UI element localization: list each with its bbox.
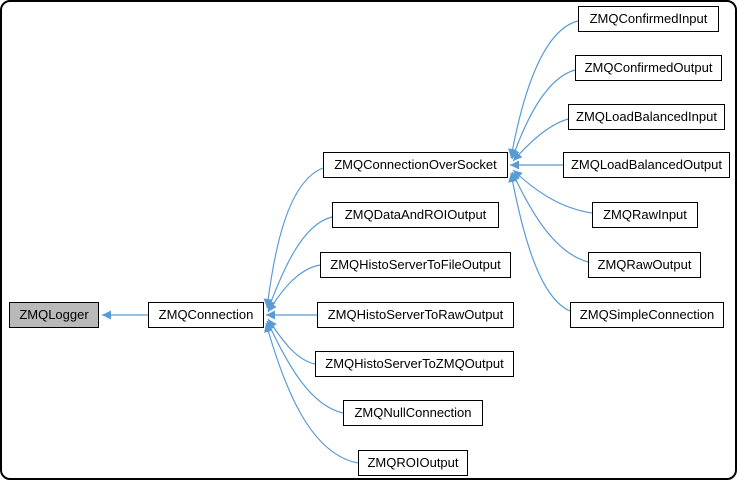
inheritance-edge — [267, 318, 316, 365]
node-zmqnullconnection[interactable]: ZMQNullConnection — [343, 400, 483, 426]
inheritance-edge — [510, 69, 576, 160]
inheritance-edge — [508, 172, 571, 312]
node-zmqconfirmedoutput[interactable]: ZMQConfirmedOutput — [575, 55, 722, 81]
node-zmqloadbalancedoutput[interactable]: ZMQLoadBalancedOutput — [563, 152, 730, 178]
node-zmqrawinput[interactable]: ZMQRawInput — [592, 202, 698, 228]
node-zmqroioutput[interactable]: ZMQROIOutput — [358, 450, 468, 476]
inheritance-edge — [267, 264, 321, 313]
inheritance-edge — [264, 322, 359, 464]
node-zmqloadbalancedinput[interactable]: ZMQLoadBalancedInput — [568, 104, 725, 130]
inheritance-edge — [511, 171, 589, 263]
node-zmqdataandroioutput[interactable]: ZMQDataAndROIOutput — [332, 202, 499, 228]
inheritance-edge — [266, 320, 344, 414]
node-zmqconnection[interactable]: ZMQConnection — [148, 302, 264, 328]
inheritance-edge — [263, 167, 324, 309]
inheritance-edge — [508, 20, 579, 159]
node-zmqhistoservertofileoutput[interactable]: ZMQHistoServerToFileOutput — [320, 252, 511, 278]
inheritance-edge — [512, 118, 569, 162]
node-zmqconnectionoversocket[interactable]: ZMQConnectionOverSocket — [323, 152, 508, 178]
node-zmqhistoservertorawoutput[interactable]: ZMQHistoServerToRawOutput — [317, 302, 514, 328]
node-zmqhistoservertozmqoutput[interactable]: ZMQHistoServerToZMQOutput — [315, 351, 514, 377]
node-zmqrawoutput[interactable]: ZMQRawOutput — [588, 252, 701, 278]
node-zmqconfirmedinput[interactable]: ZMQConfirmedInput — [578, 6, 719, 32]
node-zmqlogger[interactable]: ZMQLogger — [9, 302, 99, 328]
inheritance-edge — [266, 216, 333, 311]
node-zmqsimpleconnection[interactable]: ZMQSimpleConnection — [570, 302, 724, 328]
